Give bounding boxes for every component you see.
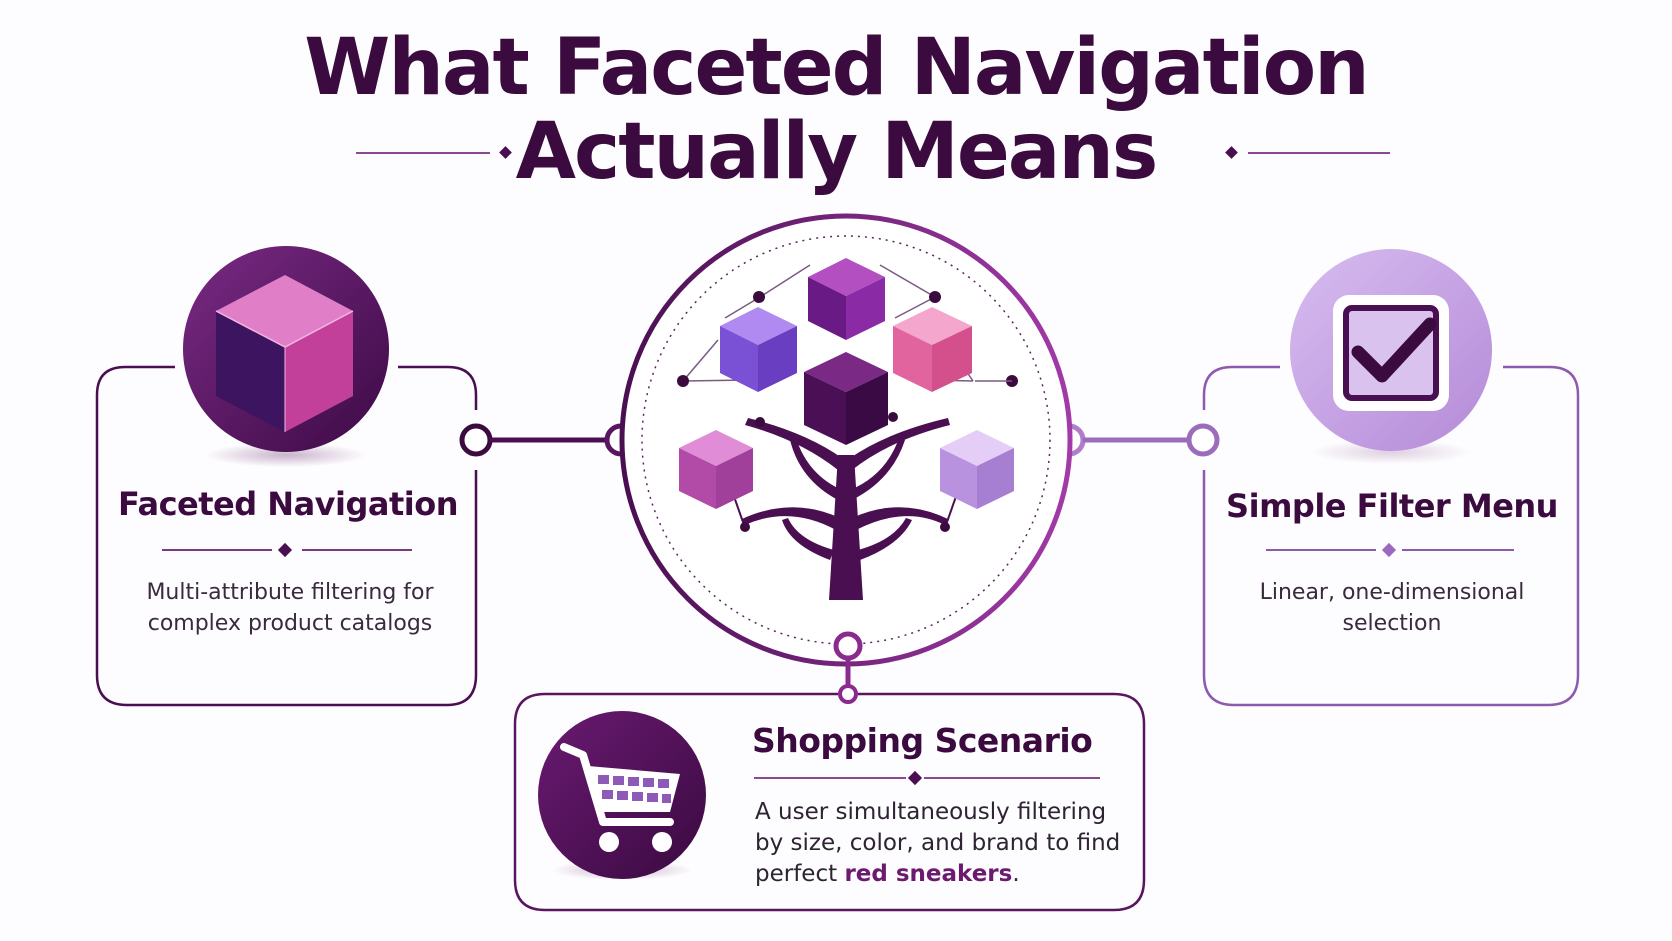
cube-violet bbox=[720, 307, 797, 392]
left-connector bbox=[459, 423, 638, 457]
cube-tree-icon bbox=[619, 213, 1073, 667]
simple-filter-menu-description: Linear, one-dimensional selection bbox=[1259, 580, 1525, 636]
faceted-navigation-description: Multi-attribute filtering for complex pr… bbox=[146, 580, 434, 636]
simple-filter-menu-title: Simple Filter Menu bbox=[1226, 487, 1558, 525]
shopping-scenario-card bbox=[513, 692, 1146, 912]
shopping-scenario-title: Shopping Scenario bbox=[752, 721, 1093, 760]
right-connector bbox=[1052, 423, 1220, 457]
page-title-line-2: Actually Means bbox=[515, 107, 1159, 197]
shopping-description-suffix: . bbox=[1012, 861, 1020, 887]
shopping-cart-icon bbox=[538, 711, 706, 880]
simple-filter-card bbox=[1202, 365, 1580, 707]
bottom-connector bbox=[833, 631, 863, 704]
cube-lavender bbox=[940, 430, 1014, 509]
cube-center bbox=[804, 352, 888, 445]
page-title-line-1: What Faceted Navigation bbox=[304, 23, 1369, 113]
cube-magenta bbox=[679, 430, 753, 509]
checkbox-check-icon bbox=[1290, 249, 1492, 464]
shopping-description-highlight: red sneakers bbox=[844, 861, 1013, 887]
shopping-scenario-description: A user simultaneously filtering by size,… bbox=[755, 797, 1125, 890]
title-divider bbox=[356, 146, 1390, 159]
shopping-description-text: A user simultaneously filtering by size,… bbox=[755, 799, 1121, 887]
faceted-navigation-title: Faceted Navigation bbox=[117, 485, 459, 523]
cube-top bbox=[808, 258, 885, 340]
cube-icon bbox=[183, 246, 389, 467]
cube-pink bbox=[893, 307, 972, 392]
faceted-navigation-card bbox=[95, 365, 478, 707]
